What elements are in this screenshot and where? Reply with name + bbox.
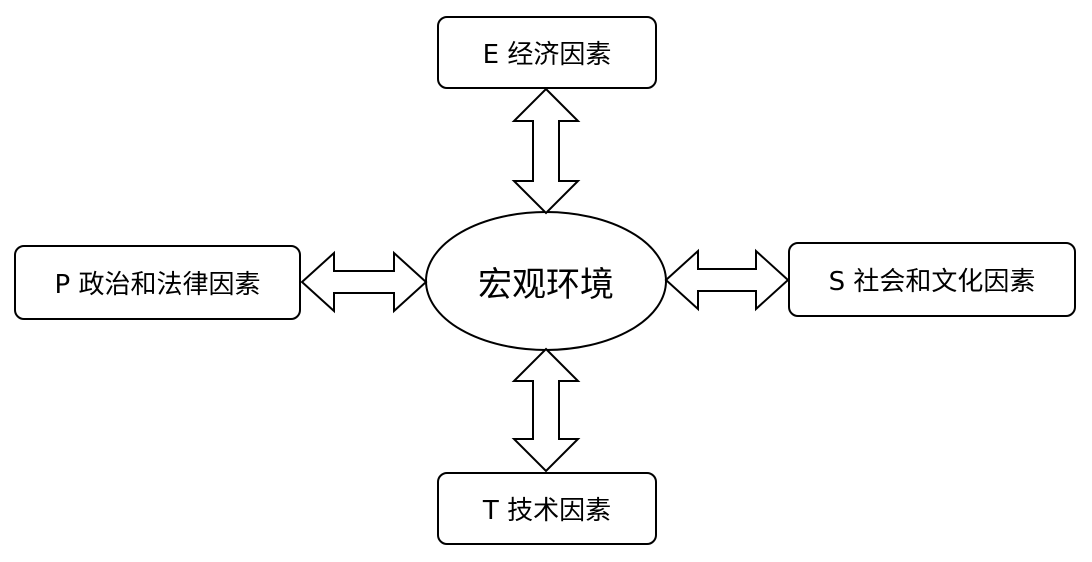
social-cultural-factor-label: S 社会和文化因素	[828, 267, 1036, 297]
economic-factor-node: E 经济因素	[437, 16, 657, 89]
social-cultural-factor-node: S 社会和文化因素	[788, 242, 1076, 317]
arrow-center-right	[664, 248, 790, 312]
arrow-top-center	[511, 87, 581, 215]
arrow-center-bottom	[511, 347, 581, 473]
economic-factor-label: E 经济因素	[482, 40, 612, 70]
political-legal-factor-label: P 政治和法律因素	[54, 270, 261, 300]
political-legal-factor-node: P 政治和法律因素	[14, 245, 301, 320]
technology-factor-label: T 技术因素	[482, 496, 612, 526]
center-node-label: 宏观环境	[478, 264, 614, 305]
arrow-left-center	[300, 250, 428, 314]
technology-factor-node: T 技术因素	[437, 472, 657, 545]
